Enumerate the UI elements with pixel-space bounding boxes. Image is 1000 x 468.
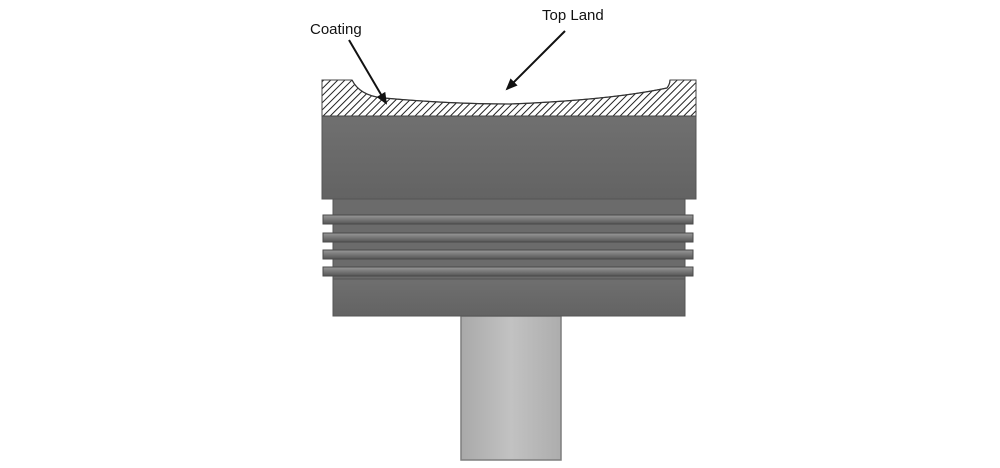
piston-rings: [322, 214, 694, 277]
piston-crown: [321, 115, 697, 200]
piston-ring: [322, 249, 694, 260]
coating-layer: [321, 79, 697, 117]
top-land-arrow: [505, 30, 566, 91]
connecting-rod: [460, 315, 562, 461]
piston-skirt: [332, 275, 686, 317]
piston-ring: [322, 214, 694, 225]
coating-label: Coating: [310, 21, 362, 38]
piston-ring: [322, 232, 694, 243]
piston-ring: [322, 266, 694, 277]
coating-arrow: [348, 39, 388, 105]
top-land-label: Top Land: [542, 7, 604, 24]
